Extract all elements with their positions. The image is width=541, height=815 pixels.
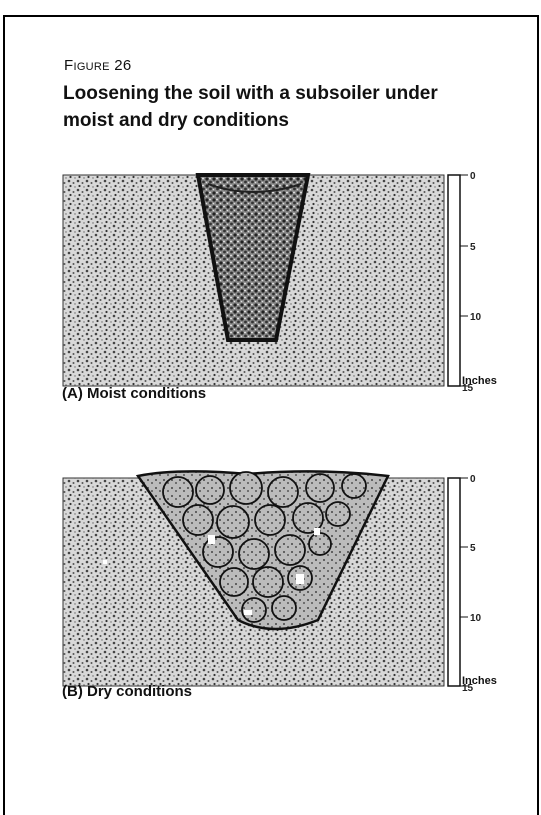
depth-scale: 0 5 10 15 bbox=[447, 474, 482, 692]
panel-caption: (A) Moist conditions bbox=[62, 385, 207, 402]
figure-title: Loosening the soil with a subsoiler unde… bbox=[63, 83, 438, 131]
tick-label: 15 bbox=[462, 683, 474, 692]
panel-moist: 0 5 10 15 bbox=[58, 170, 528, 392]
subsoiler-trench bbox=[195, 173, 311, 342]
tick-label: 5 bbox=[470, 543, 476, 554]
tick-label: 10 bbox=[470, 312, 482, 323]
figure-label: Figure 26 bbox=[64, 57, 132, 74]
scale-unit-label: Inches bbox=[462, 375, 497, 387]
tick-label: 0 bbox=[470, 171, 476, 182]
scale-unit-label: Inches bbox=[462, 675, 497, 687]
tick-label: 10 bbox=[470, 613, 482, 624]
panel-dry: 0 5 10 15 bbox=[58, 470, 528, 692]
tick-label: 15 bbox=[462, 383, 474, 392]
figure-frame bbox=[3, 15, 539, 815]
tick-label: 0 bbox=[470, 474, 476, 485]
tick-label: 5 bbox=[470, 242, 476, 253]
depth-scale: 0 5 10 15 bbox=[447, 171, 482, 392]
panel-caption: (B) Dry conditions bbox=[62, 683, 192, 700]
